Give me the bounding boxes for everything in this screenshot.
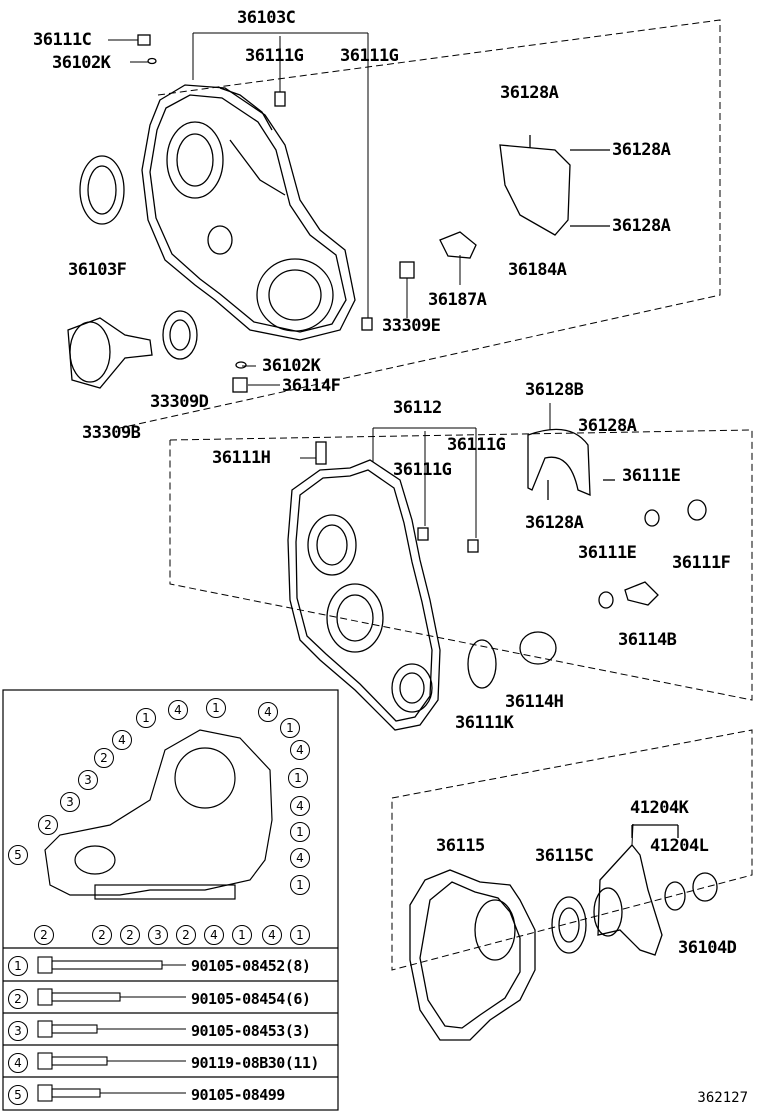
- label-36111C: 36111C: [33, 30, 92, 50]
- label-36114B: 36114B: [618, 630, 677, 650]
- leader-lines: [108, 32, 634, 846]
- bolt-inset: [2, 689, 339, 1111]
- label-41204K: 41204K: [630, 798, 689, 818]
- label-33309B: 33309B: [82, 423, 141, 443]
- callout-4: 4: [204, 925, 224, 945]
- callout-2: 2: [176, 925, 196, 945]
- label-36128A-1: 36128A: [500, 83, 559, 103]
- bolt-row-2: 2 90105-08454(6): [5, 981, 335, 1014]
- callout-4: 4: [290, 740, 310, 760]
- label-36103F: 36103F: [68, 260, 127, 280]
- transfer-case-rear: [287, 428, 707, 731]
- callout-4: 4: [290, 796, 310, 816]
- callout-1: 1: [290, 822, 310, 842]
- callout-1: 1: [280, 718, 300, 738]
- label-36111F: 36111F: [672, 553, 731, 573]
- callout-1: 1: [290, 875, 310, 895]
- label-36111G-3: 36111G: [393, 460, 452, 480]
- callout-4: 4: [112, 730, 132, 750]
- callout-2: 2: [92, 925, 112, 945]
- bolt-number: 5: [8, 1085, 28, 1105]
- callout-1: 1: [136, 708, 156, 728]
- bolt-number: 1: [8, 956, 28, 976]
- label-36102K-bottom: 36102K: [262, 356, 321, 376]
- bolt-row-5: 5 90105-08499: [5, 1077, 335, 1110]
- label-36111E-2: 36111E: [578, 543, 637, 563]
- callout-4: 4: [262, 925, 282, 945]
- callout-1: 1: [290, 925, 310, 945]
- label-36128B: 36128B: [525, 380, 584, 400]
- bolt-part-number: 90105-08454(6): [191, 990, 311, 1008]
- bolt-row-1: 1 90105-08452(8): [5, 948, 335, 981]
- label-36112: 36112: [393, 398, 442, 418]
- label-36104D: 36104D: [678, 938, 737, 958]
- extension-housing: [409, 824, 718, 1041]
- bolt-part-number: 90105-08453(3): [191, 1022, 311, 1040]
- label-36102K-top: 36102K: [52, 53, 111, 73]
- transfer-case-front: [141, 84, 356, 341]
- callout-3: 3: [78, 770, 98, 790]
- bolt-number: 3: [8, 1021, 28, 1041]
- label-36128A-5: 36128A: [525, 513, 584, 533]
- callout-4: 4: [258, 702, 278, 722]
- label-36114H: 36114H: [505, 692, 564, 712]
- bolt-number: 2: [8, 989, 28, 1009]
- label-36115: 36115: [436, 836, 485, 856]
- label-36184A: 36184A: [508, 260, 567, 280]
- label-36128A-4: 36128A: [578, 416, 637, 436]
- top-small-parts: [67, 34, 610, 393]
- label-33309E: 33309E: [382, 316, 441, 336]
- label-36115C: 36115C: [535, 846, 594, 866]
- bolt-part-number: 90105-08452(8): [191, 957, 311, 975]
- bolt-row-4: 4 90119-08B30(11): [5, 1045, 335, 1078]
- callout-4: 4: [168, 700, 188, 720]
- label-36103C: 36103C: [237, 8, 296, 28]
- bolt-part-number: 90105-08499: [191, 1086, 285, 1104]
- label-36111E-1: 36111E: [622, 466, 681, 486]
- label-36111K: 36111K: [455, 713, 514, 733]
- label-41204L: 41204L: [650, 836, 709, 856]
- group-boundaries: [119, 19, 753, 971]
- callout-1: 1: [288, 768, 308, 788]
- label-36114F: 36114F: [282, 376, 341, 396]
- callout-5: 5: [8, 845, 28, 865]
- label-36111G-4: 36111G: [447, 435, 506, 455]
- callout-2: 2: [38, 815, 58, 835]
- label-33309D: 33309D: [150, 392, 209, 412]
- callout-2: 2: [34, 925, 54, 945]
- label-36111G-2: 36111G: [340, 46, 399, 66]
- callout-1: 1: [206, 698, 226, 718]
- bolt-drawings: [37, 956, 186, 1102]
- label-36128A-2: 36128A: [612, 140, 671, 160]
- callout-2: 2: [94, 748, 114, 768]
- callout-4: 4: [290, 848, 310, 868]
- label-36111H: 36111H: [212, 448, 271, 468]
- label-36111G-1: 36111G: [245, 46, 304, 66]
- callout-2: 2: [120, 925, 140, 945]
- bolt-part-number: 90119-08B30(11): [191, 1054, 319, 1072]
- label-36128A-3: 36128A: [612, 216, 671, 236]
- diagram-reference-number: 362127: [697, 1090, 748, 1106]
- callout-3: 3: [60, 792, 80, 812]
- callout-1: 1: [232, 925, 252, 945]
- bolt-number: 4: [8, 1053, 28, 1073]
- callout-3: 3: [148, 925, 168, 945]
- label-36187A: 36187A: [428, 290, 487, 310]
- bolt-row-3: 3 90105-08453(3): [5, 1013, 335, 1046]
